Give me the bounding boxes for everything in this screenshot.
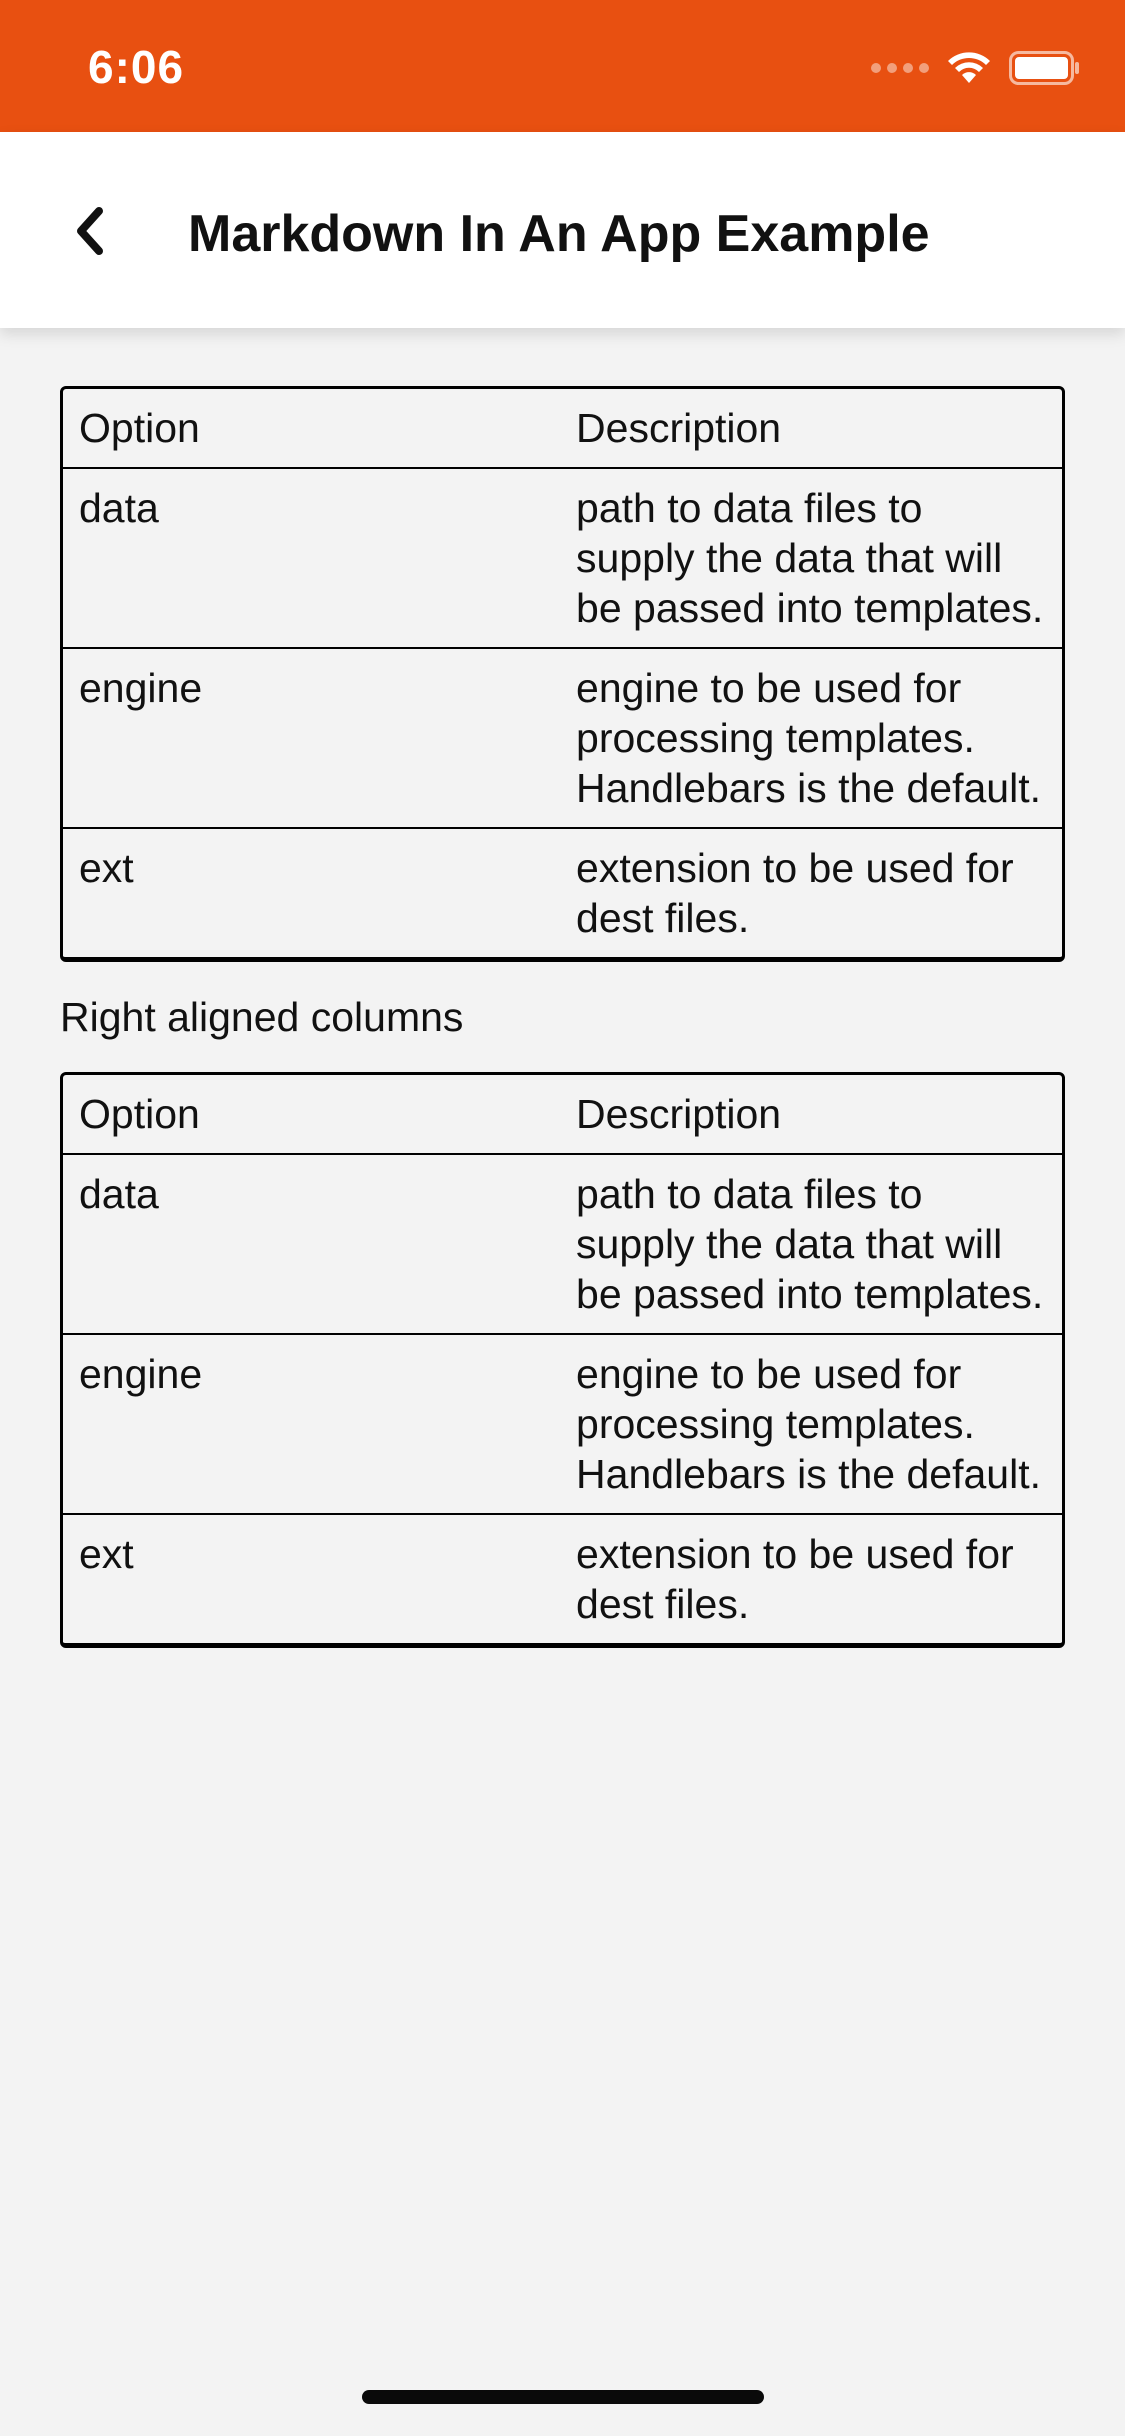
signal-dots-icon (871, 63, 929, 73)
table-row: engine engine to be used for processing … (63, 1333, 1062, 1513)
table-header-cell: Description (576, 405, 782, 451)
table-row: data path to data files to supply the da… (63, 467, 1062, 647)
page-title: Markdown In An App Example (188, 205, 930, 263)
navigation-bar: Markdown In An App Example (0, 132, 1125, 328)
status-icons (871, 48, 1081, 88)
options-table: Option Description data path to data fil… (60, 386, 1065, 962)
table-header-cell: Option (79, 405, 200, 451)
home-indicator[interactable] (362, 2390, 764, 2404)
table-cell-description: extension to be used for dest files. (576, 1531, 1014, 1627)
right-aligned-options-table: Option Description data path to data fil… (60, 1072, 1065, 1648)
table-row: ext extension to be used for dest files. (63, 827, 1062, 957)
back-button[interactable] (60, 196, 120, 266)
table-cell-description: path to data files to supply the data th… (576, 1171, 1044, 1317)
status-bar: 6:06 (0, 0, 1125, 132)
markdown-content: Option Description data path to data fil… (60, 386, 1065, 1648)
table-row: engine engine to be used for processing … (63, 647, 1062, 827)
table-cell-option: ext (79, 1531, 134, 1577)
section-label: Right aligned columns (60, 994, 464, 1040)
battery-icon (1009, 51, 1079, 85)
table-header-cell: Option (79, 1091, 200, 1137)
table-row: data path to data files to supply the da… (63, 1153, 1062, 1333)
table-cell-description: engine to be used for processing templat… (576, 665, 1041, 811)
table-cell-option: data (79, 1171, 159, 1217)
table-row: ext extension to be used for dest files. (63, 1513, 1062, 1643)
wifi-icon (948, 52, 990, 83)
table-cell-option: data (79, 485, 159, 531)
table-cell-option: ext (79, 845, 134, 891)
table-header-row: Option Description (63, 389, 1062, 467)
status-time: 6:06 (88, 41, 185, 93)
table-header-row: Option Description (63, 1075, 1062, 1153)
table-cell-description: extension to be used for dest files. (576, 845, 1014, 941)
table-header-cell: Description (576, 1091, 782, 1137)
chevron-left-icon (77, 207, 103, 255)
table-cell-description: engine to be used for processing templat… (576, 1351, 1041, 1497)
table-cell-description: path to data files to supply the data th… (576, 485, 1044, 631)
table-cell-option: engine (79, 1351, 203, 1397)
table-cell-option: engine (79, 665, 203, 711)
